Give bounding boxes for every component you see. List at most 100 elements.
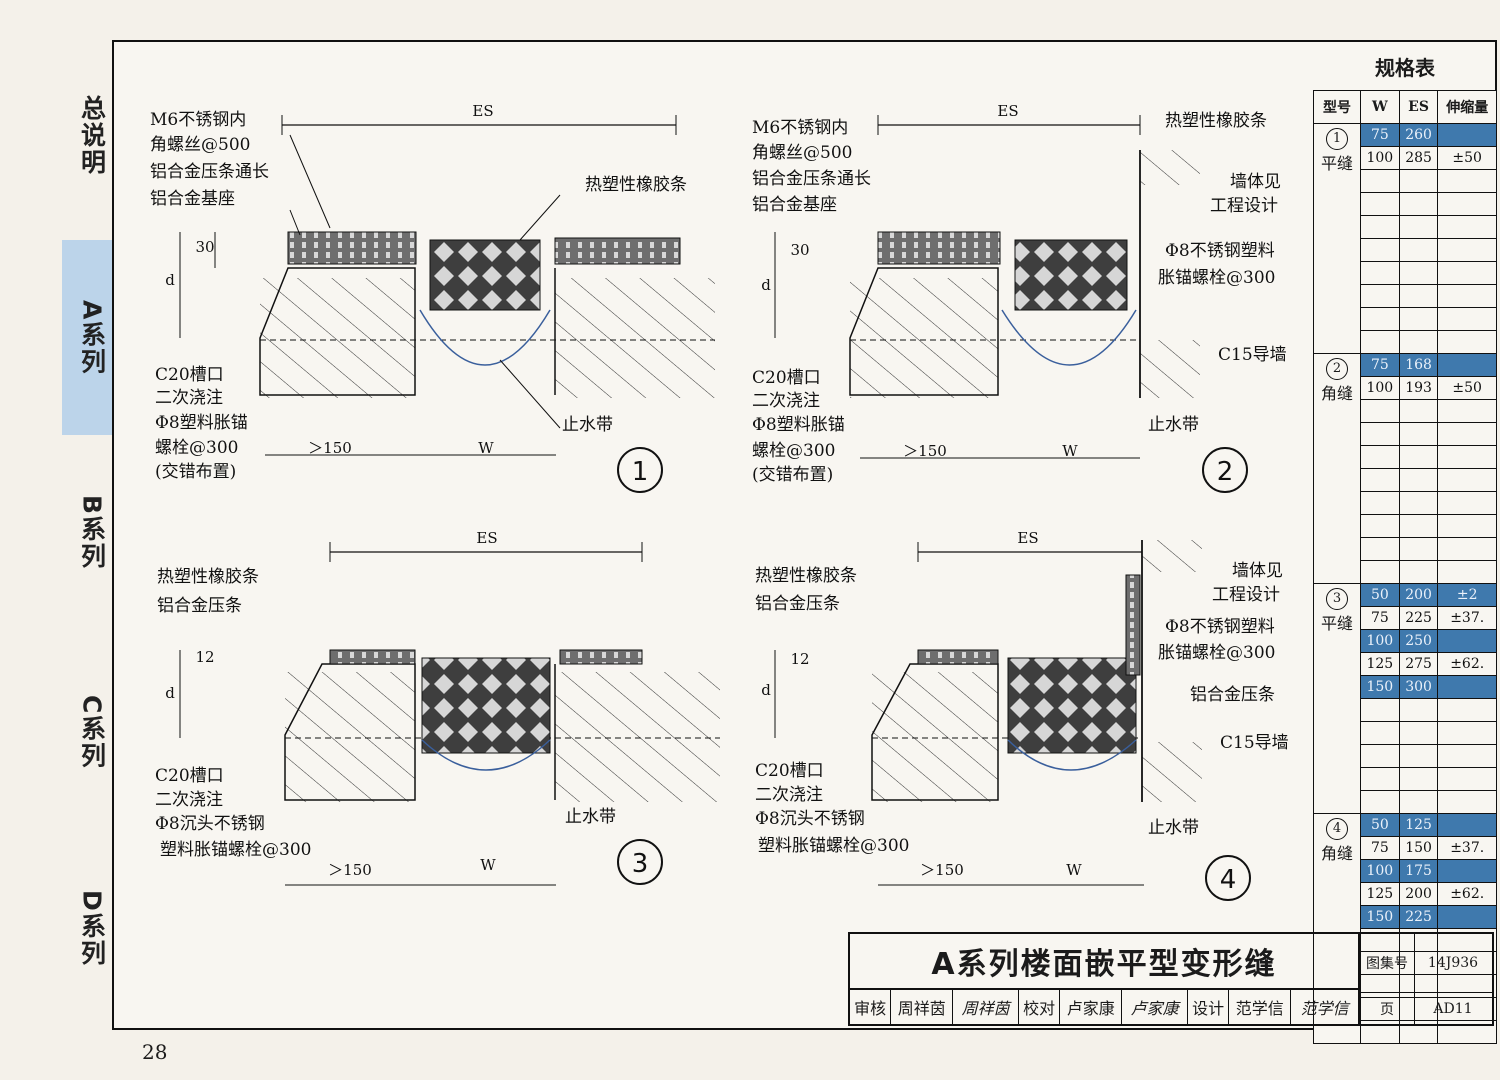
detail-1: ES W ＞150 d 30 M6不锈钢内 角螺丝@500 铝合金压条通长 铝合… — [150, 102, 715, 493]
spec-cell-mv — [1437, 675, 1497, 699]
dim-w: W — [1066, 861, 1082, 879]
label: Φ8不锈钢塑料 — [1165, 241, 1275, 261]
label: 止水带 — [1148, 818, 1199, 838]
spec-cell-w: 50 — [1360, 813, 1400, 837]
type-number-circle: 1 — [1326, 128, 1348, 150]
title-block: A系列楼面嵌平型变形缝 审核 周祥茵 周祥茵 校对 卢家康 卢家康 设计 范学信… — [848, 932, 1494, 1026]
detail-number: 3 — [632, 849, 649, 879]
spec-row — [1314, 491, 1497, 515]
spec-cell-mv — [1437, 123, 1497, 147]
label: 止水带 — [1148, 415, 1199, 435]
dim-w: W — [1062, 442, 1078, 460]
spec-cell-w: 150 — [1360, 675, 1400, 699]
page-code: AD11 — [1433, 1001, 1473, 1017]
spec-empty-cell — [1398, 422, 1439, 446]
side-tab-label: D系列 — [77, 890, 107, 967]
spec-empty-cell — [1437, 215, 1497, 239]
label: Φ8塑料胀锚 — [155, 413, 248, 433]
spec-empty-cell — [1437, 514, 1497, 538]
detail-number: 1 — [632, 457, 649, 487]
spec-empty-cell — [1360, 215, 1400, 239]
spec-cell-w: 125 — [1360, 652, 1400, 676]
spec-empty-cell — [1398, 790, 1439, 814]
spec-row — [1314, 767, 1497, 791]
label: Φ8塑料胀锚 — [752, 415, 845, 435]
reviewer-name: 周祥茵 — [891, 990, 954, 1024]
spec-cell-mv — [1437, 629, 1497, 653]
dim-w: W — [480, 856, 496, 874]
label: 铝合金压条 — [1190, 685, 1275, 705]
spec-empty-cell — [1360, 514, 1400, 538]
spec-row — [1314, 790, 1497, 814]
label: 墙体见 — [1230, 172, 1281, 192]
label: C20槽口 — [755, 761, 824, 781]
side-tab-c-series[interactable]: C系列 — [62, 695, 122, 795]
spec-empty-cell — [1398, 744, 1439, 768]
signature-row: 审核 周祥茵 周祥茵 校对 卢家康 卢家康 设计 范学信 范学信 — [848, 990, 1360, 1026]
designer-name: 范学信 — [1229, 990, 1292, 1024]
label: 铝合金压条通长 — [752, 169, 871, 189]
detail-number: 2 — [1217, 457, 1234, 487]
spec-cell-mv: ±2 — [1437, 583, 1497, 607]
spec-cell-es: 125 — [1398, 813, 1439, 837]
spec-row — [1314, 560, 1497, 584]
spec-row — [1314, 997, 1497, 1021]
label: Φ8沉头不锈钢 — [755, 809, 865, 829]
spec-empty-cell — [1437, 169, 1497, 193]
spec-cell-mv: ±50 — [1437, 376, 1497, 400]
dim-d: d — [165, 271, 175, 289]
spec-empty-cell — [1398, 330, 1439, 354]
spec-empty-cell — [1360, 974, 1400, 998]
spec-empty-cell — [1437, 491, 1497, 515]
side-tab-label: A系列 — [77, 299, 107, 376]
side-tab-b-series[interactable]: B系列 — [62, 495, 122, 595]
spec-row — [1314, 698, 1497, 722]
label: 热塑性橡胶条 — [755, 566, 857, 586]
spec-cell-es: 150 — [1398, 836, 1439, 860]
label: 胀锚螺栓@300 — [1158, 268, 1275, 288]
spec-row — [1314, 284, 1497, 308]
label: 工程设计 — [1210, 196, 1278, 216]
spec-cell-es: 260 — [1398, 123, 1439, 147]
side-tab-label: C系列 — [77, 695, 107, 770]
label: 塑料胀锚螺栓@300 — [758, 836, 909, 856]
spec-cell-mv: ±62. — [1437, 882, 1497, 906]
label: 热塑性橡胶条 — [157, 567, 259, 587]
spec-empty-cell — [1360, 537, 1400, 561]
dim-es: ES — [472, 102, 493, 120]
spec-empty-cell — [1360, 445, 1400, 469]
spec-cell-mv: ±62. — [1437, 652, 1497, 676]
label: 二次浇注 — [755, 785, 823, 805]
spec-empty-cell — [1360, 560, 1400, 584]
spec-empty-cell — [1398, 284, 1439, 308]
label: 角螺丝@500 — [752, 143, 852, 163]
side-tab-label: 总说明 — [77, 95, 107, 176]
dim-gt150: ＞150 — [920, 861, 964, 879]
spec-empty-cell — [1437, 560, 1497, 584]
spec-cell-w: 100 — [1360, 859, 1400, 883]
spec-empty-cell — [1360, 238, 1400, 262]
label: M6不锈钢内 — [150, 110, 246, 130]
spec-cell-es: 175 — [1398, 859, 1439, 883]
label: 螺栓@300 — [155, 438, 238, 458]
dim-d: d — [165, 684, 175, 702]
side-tab-general[interactable]: 总说明 — [62, 95, 122, 205]
label: 二次浇注 — [155, 388, 223, 408]
spec-cell-mv — [1437, 813, 1497, 837]
label: 二次浇注 — [752, 391, 820, 411]
spec-empty-cell — [1360, 399, 1400, 423]
spec-row — [1314, 744, 1497, 768]
spec-row — [1314, 261, 1497, 285]
spec-empty-cell — [1437, 307, 1497, 331]
spec-cell-w: 75 — [1360, 836, 1400, 860]
side-tab-d-series[interactable]: D系列 — [62, 890, 122, 990]
spec-cell-mv — [1437, 905, 1497, 929]
design-label: 设计 — [1188, 990, 1230, 1024]
